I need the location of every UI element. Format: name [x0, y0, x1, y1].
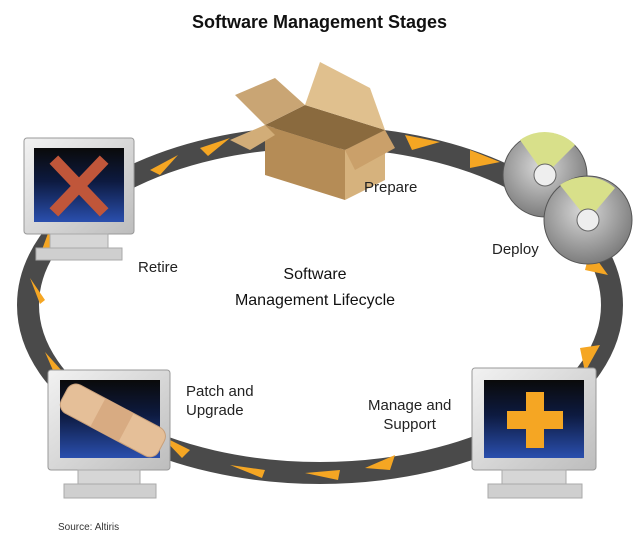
- bandage-icon: [59, 383, 166, 458]
- stage-label-patch-line2: Upgrade: [186, 402, 244, 419]
- x-mark-icon: [49, 155, 109, 217]
- stage-label-retire: Retire: [138, 259, 179, 276]
- box-icon: [230, 62, 395, 200]
- arrow-4: [580, 345, 600, 372]
- patch-monitor-icon: [47, 369, 171, 499]
- stage-label-prepare: Prepare: [364, 179, 418, 196]
- arrow-7: [230, 465, 265, 478]
- arrow-13: [200, 138, 230, 156]
- stage-label-manage-line1: Manage and: [368, 397, 452, 414]
- center-label-line1: Software: [283, 266, 347, 283]
- arrow-1: [405, 135, 440, 150]
- stage-label-patch: Patch and Upgrade: [186, 382, 254, 420]
- arrow-6: [305, 470, 340, 480]
- cd-icon: [502, 132, 633, 265]
- diagram-title: Software Management Stages: [191, 12, 448, 32]
- arrow-5: [365, 455, 395, 470]
- stage-label-deploy: Deploy: [492, 241, 539, 258]
- stage-label-manage: Manage and Support: [368, 396, 451, 434]
- arrow-12: [150, 155, 178, 175]
- plus-icon: [507, 392, 563, 448]
- stage-label-patch-line1: Patch and: [186, 383, 254, 400]
- arrow-2: [470, 150, 500, 168]
- center-label-line2: Management Lifecycle: [234, 292, 396, 309]
- retire-monitor-icon: [23, 137, 135, 261]
- center-label: Software Management Lifecycle: [200, 262, 430, 314]
- source-caption: Source: Altiris: [58, 522, 120, 533]
- stage-label-manage-line2: Support: [383, 416, 436, 433]
- manage-monitor-icon: [471, 367, 597, 499]
- arrow-10: [30, 278, 45, 304]
